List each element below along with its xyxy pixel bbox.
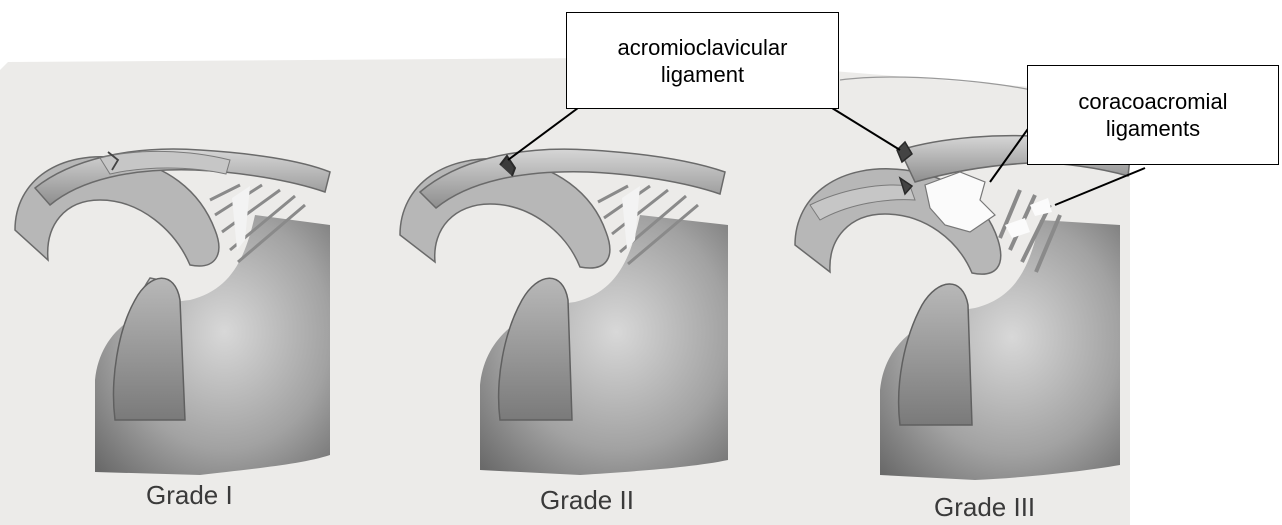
- callout-text-line1: coracoacromial: [1078, 88, 1227, 115]
- grade-3-caption: Grade III: [934, 492, 1035, 523]
- acromioclavicular-ligament-callout: acromioclavicular ligament: [566, 12, 839, 109]
- grade-1-caption: Grade I: [146, 480, 233, 511]
- callout-text-line1: acromioclavicular: [618, 34, 788, 61]
- coracoacromial-ligaments-callout: coracoacromial ligaments: [1027, 65, 1279, 165]
- callout-text-line2: ligaments: [1106, 115, 1200, 142]
- callout-text-line2: ligament: [661, 61, 744, 88]
- grade-2-caption: Grade II: [540, 485, 634, 516]
